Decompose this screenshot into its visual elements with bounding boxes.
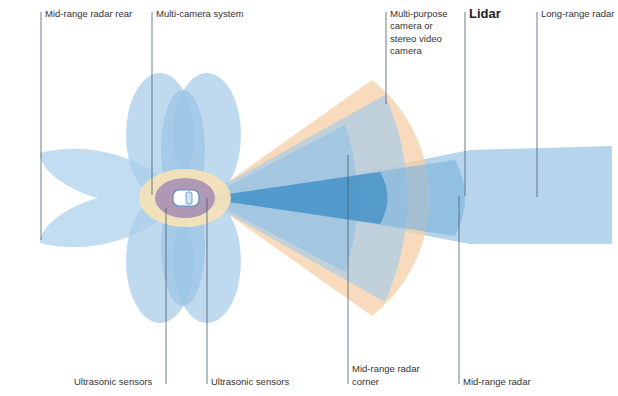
callout-label: Mid-range radar corner [352, 363, 434, 388]
leader-line [459, 196, 460, 384]
leader-line [166, 208, 167, 384]
car-body [173, 190, 199, 206]
callout-label: Ultrasonic sensors [74, 376, 164, 388]
leader-lines [41, 12, 537, 384]
coverage-areas [40, 73, 612, 323]
callout-label: Ultrasonic sensors [211, 376, 306, 388]
leader-line [207, 198, 208, 384]
leader-line [152, 12, 153, 195]
ultrasonic-ring [139, 169, 231, 227]
callout-label: Long-range radar [541, 8, 615, 20]
callout-label: Mid-range radar rear [45, 8, 155, 20]
callout-label: Lidar [469, 6, 529, 23]
leader-line [537, 12, 538, 197]
leader-line [41, 12, 42, 240]
callout-label: Multi-purpose camera or stereo video cam… [390, 8, 458, 57]
leader-line [348, 155, 349, 384]
callout-label: Multi-camera system [156, 8, 266, 20]
callout-label: Mid-range radar [463, 376, 553, 388]
leader-line [465, 12, 466, 196]
car-windshield [186, 192, 192, 204]
leader-line [386, 12, 387, 104]
multi-camera-ring [155, 178, 215, 218]
